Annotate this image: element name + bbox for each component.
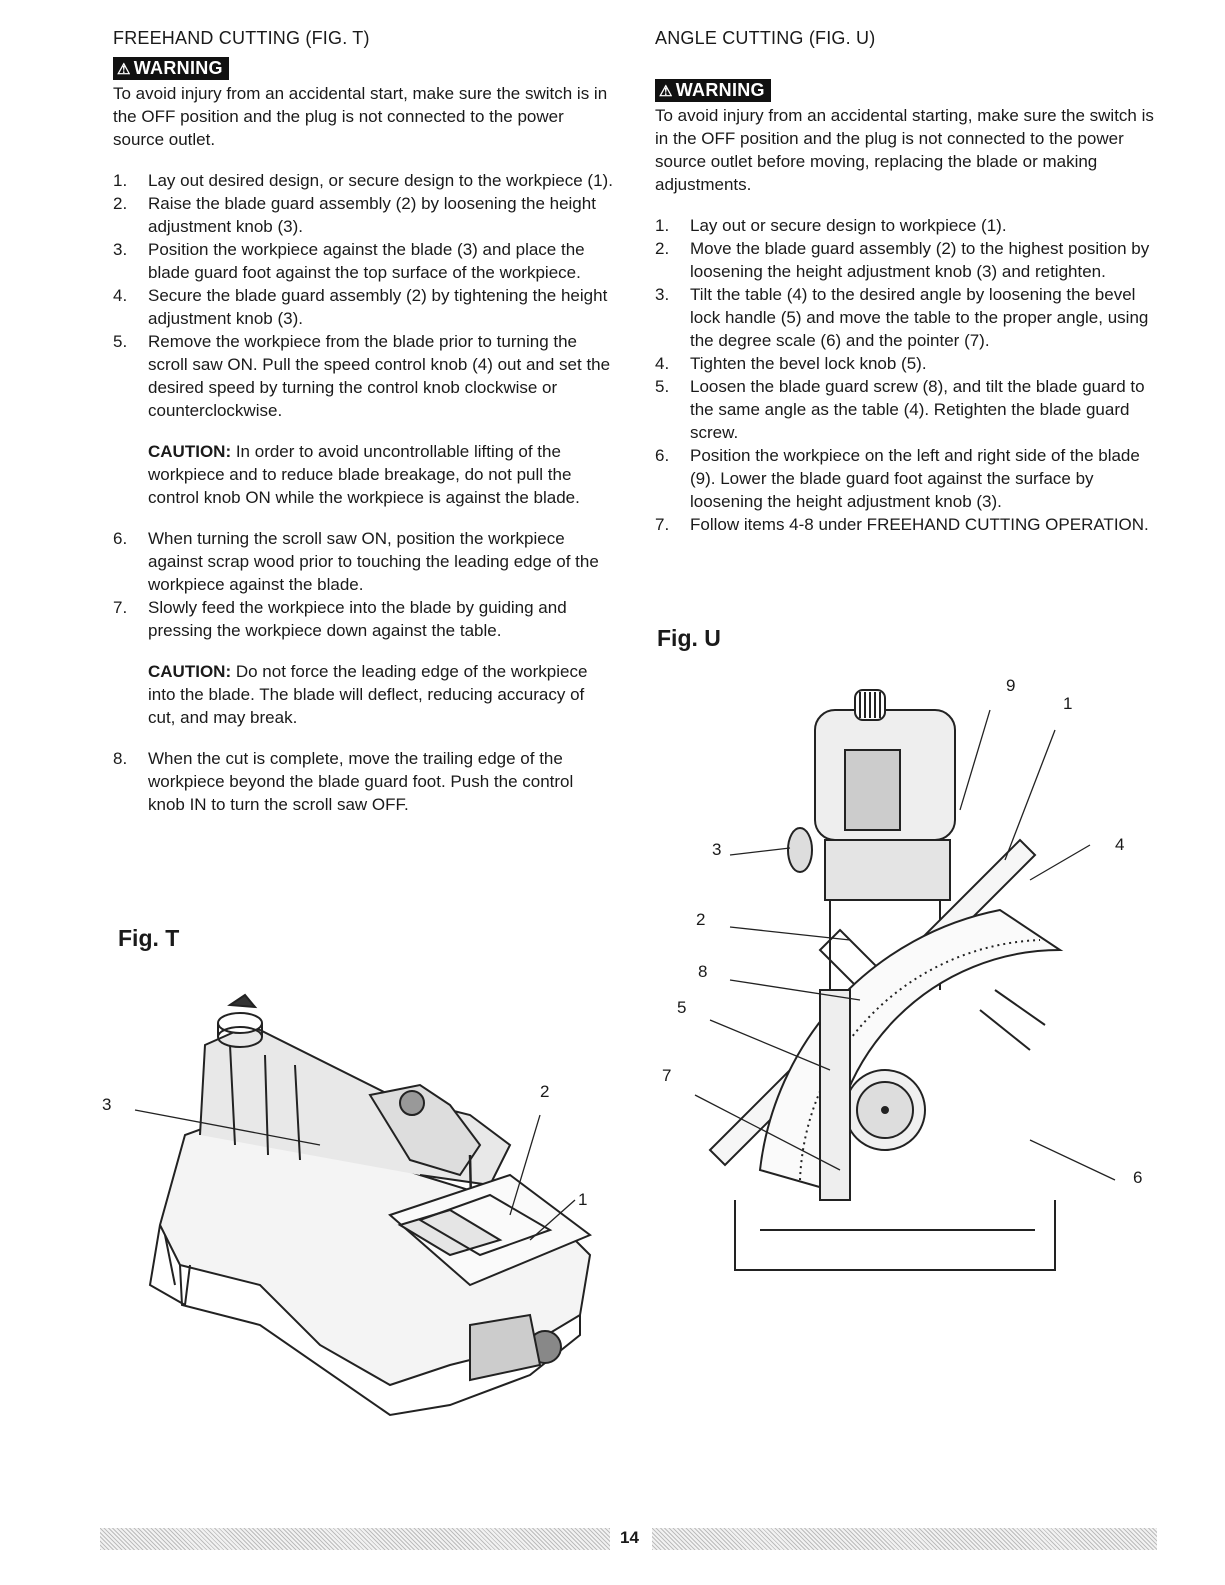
step-number: 5. [113,332,128,351]
steps-list-c: 8. When the cut is complete, move the tra… [113,747,613,816]
step-item: 8. When the cut is complete, move the tra… [113,747,613,816]
caution-note-2: CAUTION: Do not force the leading edge o… [148,660,613,729]
warning-badge: ⚠WARNING [113,57,229,80]
callout-t-2: 2 [540,1082,550,1101]
step-number: 6. [113,529,128,548]
warning-triangle-icon: ⚠ [659,83,673,100]
footer-pattern-right [652,1528,1157,1550]
page-number: 14 [620,1528,639,1547]
steps-list-a: 1. Lay out desired design, or secure desi… [113,169,613,422]
step-item: 1. Lay out or secure design to workpiece … [655,214,1155,237]
callout-u-5: 5 [677,998,687,1017]
step-item: 6. When turning the scroll saw ON, positi… [113,527,613,596]
caution-text: In order to avoid uncontrollable lifting… [148,442,580,507]
footer-pattern-left [100,1528,610,1550]
step-item: 3. Position the workpiece against the bla… [113,238,613,284]
callout-t-3: 3 [102,1095,112,1114]
figure-label-t: Fig. T [118,925,180,951]
callout-u-1: 1 [1063,694,1073,713]
step-number: 7. [113,598,128,617]
caution-note-1: CAUTION: In order to avoid uncontrollabl… [148,440,613,509]
right-column: ANGLE CUTTING (FIG. U) ⚠WARNING To avoid… [655,28,1155,536]
warning-badge: ⚠WARNING [655,79,771,102]
warning-triangle-icon: ⚠ [117,61,131,78]
figure-label-u: Fig. U [657,625,721,651]
step-number: 4. [655,354,670,373]
step-number: 3. [113,240,128,259]
step-number: 5. [655,377,670,396]
step-text: Move the blade guard assembly (2) to the… [690,239,1150,281]
step-item: 4. Tighten the bevel lock knob (5). [655,352,1155,375]
step-text: Lay out desired design, or secure design… [148,171,613,190]
step-text: Follow items 4-8 under FREEHAND CUTTING … [690,515,1149,534]
step-text: Slowly feed the workpiece into the blade… [148,598,567,640]
step-text: Lay out or secure design to workpiece (1… [690,216,1007,235]
caution-text: Do not force the leading edge of the wor… [148,662,588,727]
steps-list-right: 1. Lay out or secure design to workpiece … [655,214,1155,536]
section-heading-freehand: FREEHAND CUTTING (FIG. T) [113,28,370,48]
step-number: 2. [113,194,128,213]
step-number: 4. [113,286,128,305]
warning-text: To avoid injury from an accidental start… [655,106,1154,194]
left-column: FREEHAND CUTTING (FIG. T) ⚠WARNING To av… [113,28,613,816]
step-item: 2. Move the blade guard assembly (2) to t… [655,237,1155,283]
step-text: Raise the blade guard assembly (2) by lo… [148,194,596,236]
step-item: 5. Remove the workpiece from the blade pr… [113,330,613,422]
step-item: 4. Secure the blade guard assembly (2) by… [113,284,613,330]
callout-u-3: 3 [712,840,722,859]
callout-u-8: 8 [698,962,708,981]
section-heading-angle: ANGLE CUTTING (FIG. U) [655,28,876,48]
steps-list-b: 6. When turning the scroll saw ON, positi… [113,527,613,642]
step-text: When the cut is complete, move the trail… [148,749,574,814]
figure-u-angle-cutting-illustration [694,689,1116,1271]
callout-u-9: 9 [1006,676,1016,695]
step-text: Secure the blade guard assembly (2) by t… [148,286,608,328]
step-number: 6. [655,446,670,465]
step-text: When turning the scroll saw ON, position… [148,529,599,594]
caution-label: CAUTION: [148,442,232,461]
step-item: 7. Slowly feed the workpiece into the bla… [113,596,613,642]
caution-label: CAUTION: [148,662,232,681]
step-item: 7. Follow items 4-8 under FREEHAND CUTTIN… [655,513,1155,536]
step-number: 1. [655,216,670,235]
warning-label: WARNING [133,58,223,78]
step-item: 3. Tilt the table (4) to the desired angl… [655,283,1155,352]
callout-t-1: 1 [578,1190,588,1209]
warning-text: To avoid injury from an accidental start… [113,84,608,149]
step-item: 6. Position the workpiece on the left and… [655,444,1155,513]
step-number: 2. [655,239,670,258]
step-item: 5. Loosen the blade guard screw (8), and … [655,375,1155,444]
step-text: Position the workpiece against the blade… [148,240,585,282]
step-text: Remove the workpiece from the blade prio… [148,332,611,420]
step-number: 3. [655,285,670,304]
step-text: Loosen the blade guard screw (8), and ti… [690,377,1145,442]
callout-u-2: 2 [696,910,706,929]
step-text: Tilt the table (4) to the desired angle … [690,285,1149,350]
step-item: 1. Lay out desired design, or secure desi… [113,169,613,192]
figure-t-scroll-saw-illustration [134,993,592,1417]
step-text: Tighten the bevel lock knob (5). [690,354,927,373]
warning-label: WARNING [675,80,765,100]
step-item: 2. Raise the blade guard assembly (2) by … [113,192,613,238]
callout-u-4: 4 [1115,835,1125,854]
step-text: Position the workpiece on the left and r… [690,446,1140,511]
step-number: 1. [113,171,128,190]
callout-u-7: 7 [662,1066,672,1085]
callout-u-6: 6 [1133,1168,1143,1187]
step-number: 8. [113,749,128,768]
step-number: 7. [655,515,670,534]
